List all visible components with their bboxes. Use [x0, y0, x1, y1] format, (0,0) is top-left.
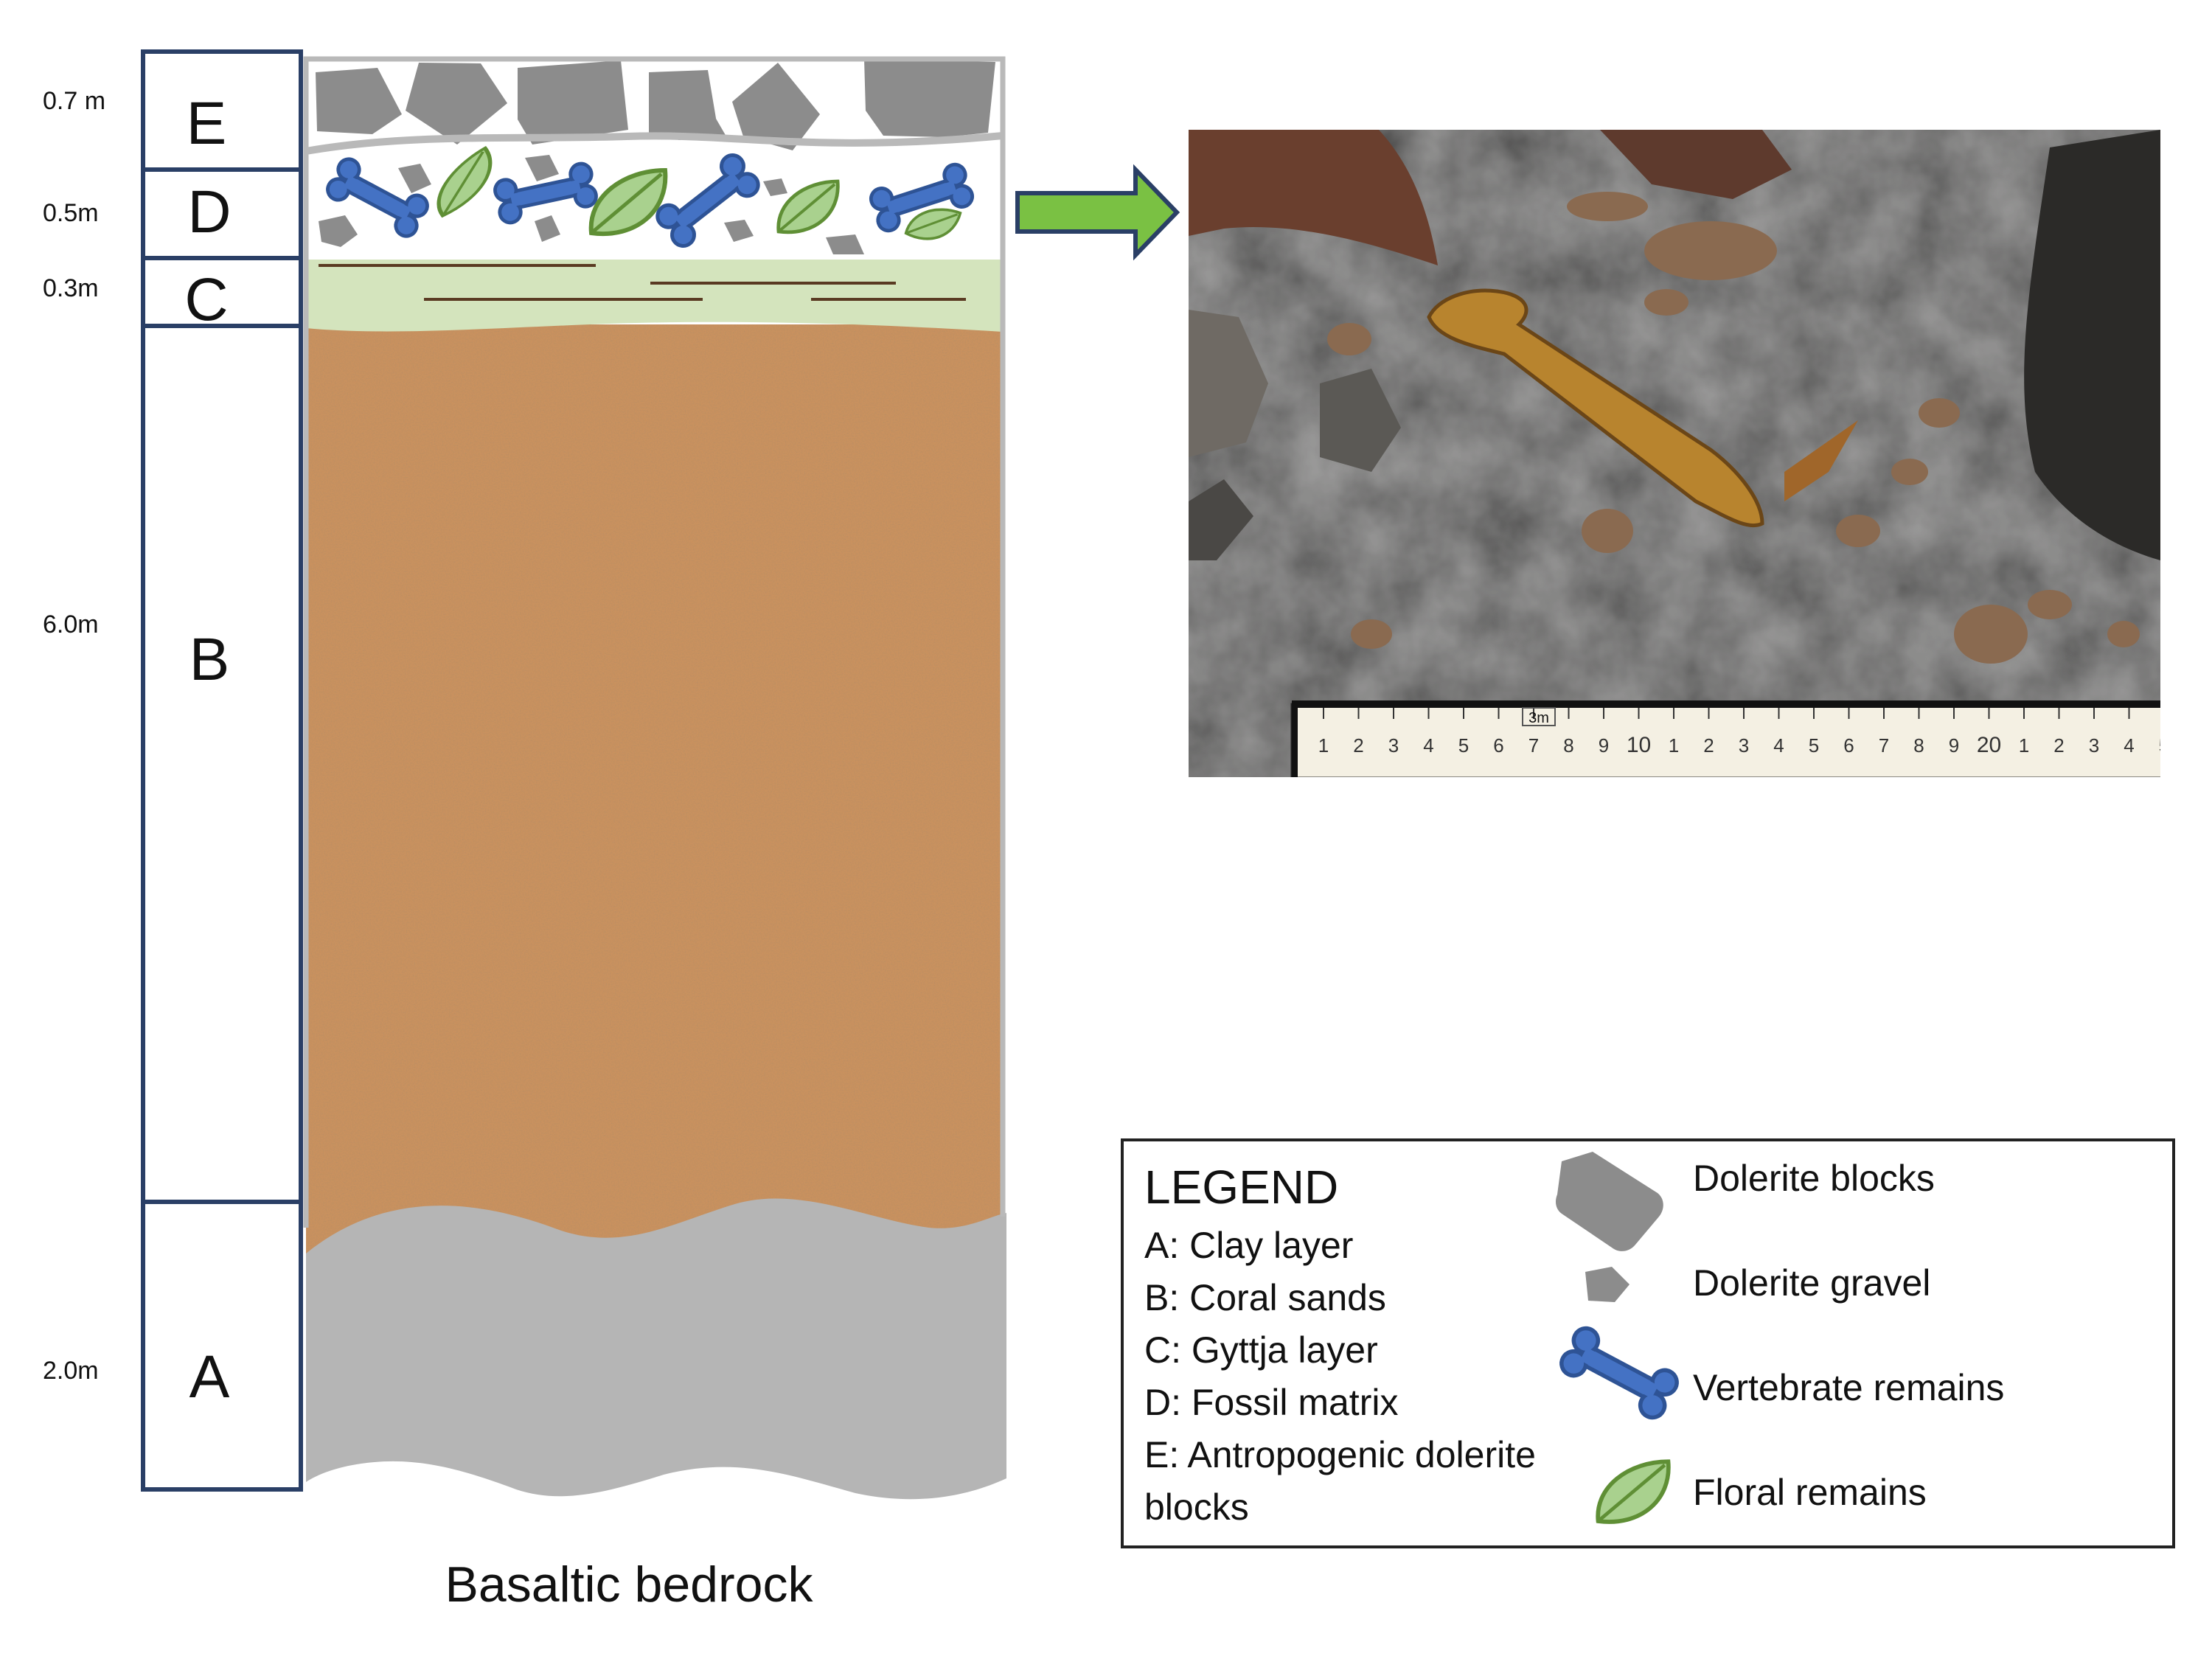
- legend-symbol-label-2: Vertebrate remains: [1693, 1367, 2004, 1408]
- layer-c-gyttja: [306, 260, 1003, 332]
- layer-letter-d: D: [187, 178, 231, 246]
- ruler-number: 1: [1669, 734, 1679, 757]
- column-outline: [303, 56, 1006, 1228]
- layer-b-coral-sands: [306, 324, 1003, 1253]
- label-box-e: [141, 49, 303, 172]
- label-box-b: [141, 324, 303, 1204]
- label-box-c: [141, 256, 303, 328]
- ruler-number: 1: [2019, 734, 2029, 757]
- depth-label-d: 0.5m: [43, 199, 99, 227]
- ruler-number: 3: [1739, 734, 1749, 757]
- legend-layer-e: E: Antropogenic dolerite: [1144, 1434, 1536, 1475]
- legend-layer-e-cont: blocks: [1144, 1486, 1249, 1528]
- ruler-number: 20: [1977, 733, 2001, 757]
- basaltic-bedrock-label: Basaltic bedrock: [445, 1557, 814, 1613]
- legend-symbol-label-3: Floral remains: [1693, 1472, 1927, 1513]
- ruler-number: 4: [1423, 734, 1433, 757]
- ruler-number: 2: [2053, 734, 2064, 757]
- dolerite-gravel-in-d: [319, 155, 864, 254]
- legend-symbol-label-0: Dolerite blocks: [1693, 1158, 1935, 1199]
- layer-label-boxes: [141, 49, 303, 1492]
- ruler-tag: 3m: [1528, 710, 1549, 726]
- stratigraphic-column: [303, 56, 1006, 1500]
- ruler-number: 2: [1353, 734, 1363, 757]
- ruler-numbers: 1 2 3 4 5 6 7 8 9 10 1 2 3 4 5 6 7 8 9 20 1 2 3 4 5: [1318, 708, 2169, 757]
- ruler-number: 7: [1879, 734, 1889, 757]
- depth-label-a: 2.0m: [43, 1357, 99, 1385]
- ruler-number: 7: [1528, 734, 1539, 757]
- ruler-number: 4: [2124, 734, 2134, 757]
- ruler-number: 2: [1703, 734, 1714, 757]
- depth-label-c: 0.3m: [43, 274, 99, 302]
- ruler-number: 5: [1809, 734, 1819, 757]
- ruler-number: 9: [1949, 734, 1959, 757]
- ruler-number: 5: [2159, 734, 2169, 757]
- arrow-to-photo: [1015, 164, 1180, 261]
- ruler-number: 3: [2089, 734, 2099, 757]
- legend-layer-a: A: Clay layer: [1144, 1225, 1353, 1266]
- ruler-number: 9: [1599, 734, 1609, 757]
- ruler-number: 10: [1627, 733, 1651, 757]
- gyttja-lamination-lines: [319, 264, 966, 301]
- legend-symbol-label-1: Dolerite gravel: [1693, 1262, 1930, 1304]
- ruler-number: 8: [1913, 734, 1924, 757]
- legend-layer-c: C: Gyttja layer: [1144, 1329, 1378, 1371]
- label-box-a: [141, 1200, 303, 1492]
- ruler-number: 3: [1388, 734, 1399, 757]
- dolerite-block-icon: [1556, 1152, 1663, 1251]
- layer-letter-a: A: [189, 1343, 230, 1411]
- depth-label-e: 0.7 m: [43, 87, 105, 115]
- legend: LEGEND A: Clay layer B: Coral sands C: G…: [1121, 1138, 2175, 1548]
- ruler-number: 6: [1493, 734, 1503, 757]
- ruler-number: 6: [1843, 734, 1854, 757]
- depth-label-b: 6.0m: [43, 611, 99, 639]
- ruler-number: 8: [1563, 734, 1573, 757]
- ruler-number: 1: [1318, 734, 1329, 757]
- layer-e-d-boundary: [305, 132, 1004, 155]
- field-photo: 1 2 3 4 5 6 7 8 9 10 1 2 3 4 5 6 7 8 9 20 1 2 3 4 5 3m: [1189, 130, 2169, 777]
- layer-letter-c: C: [184, 266, 228, 333]
- layer-e-dolerite-blocks: [316, 59, 995, 150]
- legend-layer-d: D: Fossil matrix: [1144, 1382, 1398, 1423]
- legend-title: LEGEND: [1144, 1161, 1338, 1214]
- ruler-number: 4: [1773, 734, 1784, 757]
- legend-layer-b: B: Coral sands: [1144, 1277, 1386, 1318]
- layer-letter-b: B: [189, 626, 230, 693]
- ruler-number: 5: [1458, 734, 1469, 757]
- layer-a-clay: [306, 1198, 1006, 1500]
- dolerite-gravel-icon: [1585, 1267, 1630, 1302]
- layer-letter-e: E: [187, 90, 227, 157]
